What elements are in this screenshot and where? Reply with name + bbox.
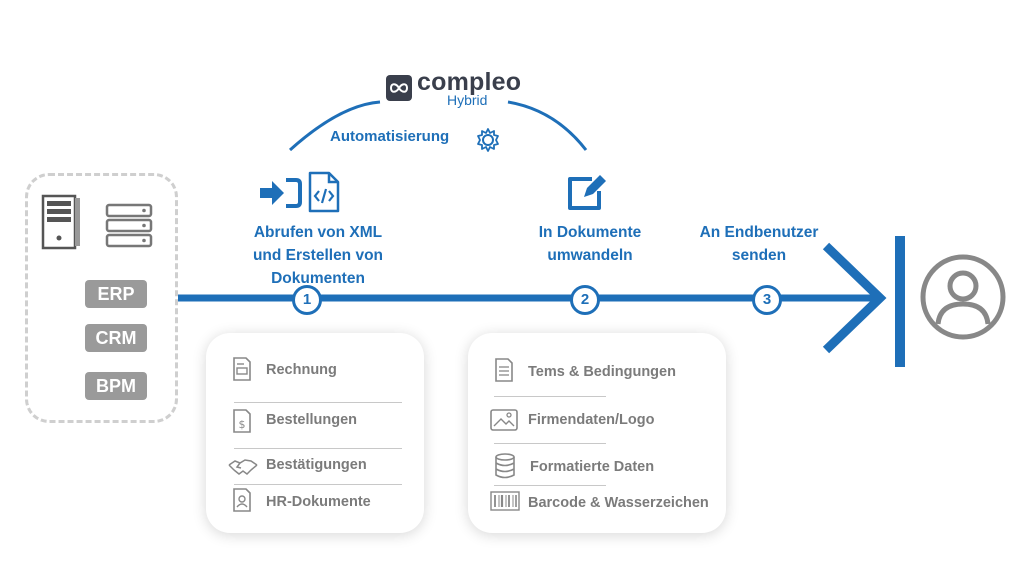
- logo-brand: compleo: [417, 68, 522, 96]
- automation-label: Automatisierung: [330, 128, 450, 145]
- separator: [494, 485, 606, 486]
- item-bestaetigungen: Bestätigungen: [266, 457, 367, 473]
- database-icon: [495, 453, 515, 479]
- source-systems-box: ERP CRM BPM: [25, 173, 178, 423]
- step-2-line-1: In Dokumente: [538, 224, 642, 241]
- separator: [494, 443, 606, 444]
- step-3-label: An Endbenutzer senden: [684, 221, 834, 267]
- code-file-icon: [308, 171, 340, 213]
- item-barcode: Barcode & Wasserzeichen: [528, 495, 709, 511]
- system-bpm: BPM: [85, 372, 147, 400]
- step-1-label: Abrufen von XML und Erstellen von Dokume…: [238, 221, 398, 290]
- id-document-icon: [233, 488, 251, 512]
- server-rack-icon: [105, 203, 153, 248]
- arrow-head: [822, 242, 887, 354]
- step-2-line-2: umwandeln: [547, 247, 633, 264]
- item-rechnung: Rechnung: [266, 362, 337, 378]
- separator: [234, 402, 402, 403]
- step-3-line-1: An Endbenutzer: [699, 224, 819, 241]
- conversion-card: Tems & Bedingungen Firmendaten/Logo Form…: [468, 333, 726, 533]
- handshake-icon: [228, 459, 258, 475]
- separator: [234, 484, 402, 485]
- step-1-line-1: Abrufen von XML: [253, 224, 383, 241]
- logo-badge: [386, 75, 412, 101]
- image-icon: [490, 409, 518, 431]
- system-erp: ERP: [85, 280, 147, 308]
- documents-card: Rechnung $ Bestellungen Bestätigungen HR…: [206, 333, 424, 533]
- barcode-icon: [490, 491, 520, 511]
- svg-text:$: $: [239, 418, 246, 431]
- infinity-icon: [389, 83, 409, 93]
- step-2-label: In Dokumente umwandeln: [515, 221, 665, 267]
- item-formatierte-daten: Formatierte Daten: [530, 459, 655, 475]
- text-document-icon: [495, 358, 513, 382]
- step-3-number: 3: [752, 285, 782, 315]
- step-1-line-3: Dokumenten: [271, 270, 365, 287]
- separator: [234, 448, 402, 449]
- separator: [494, 396, 606, 397]
- system-crm: CRM: [85, 324, 147, 352]
- step-1-line-2: und Erstellen von: [252, 247, 384, 264]
- item-firmendaten: Firmendaten/Logo: [528, 412, 655, 428]
- gear-icon: [477, 128, 499, 152]
- item-hr-dokumente: HR-Dokumente: [266, 494, 371, 510]
- item-terms: Tems & Bedingungen: [528, 364, 676, 380]
- item-bestellungen: Bestellungen: [266, 412, 358, 428]
- logo-product: Hybrid: [447, 92, 488, 108]
- step-3-line-2: senden: [731, 247, 787, 264]
- step-1-number: 1: [292, 285, 322, 315]
- step-2-number: 2: [570, 285, 600, 315]
- user-avatar-icon: [920, 254, 1006, 340]
- sign-in-icon: [260, 178, 302, 208]
- invoice-icon: [233, 357, 251, 381]
- dollar-document-icon: $: [233, 409, 251, 433]
- automation-arc: [288, 100, 588, 152]
- server-tower-icon: [41, 194, 80, 250]
- edit-icon: [568, 175, 606, 210]
